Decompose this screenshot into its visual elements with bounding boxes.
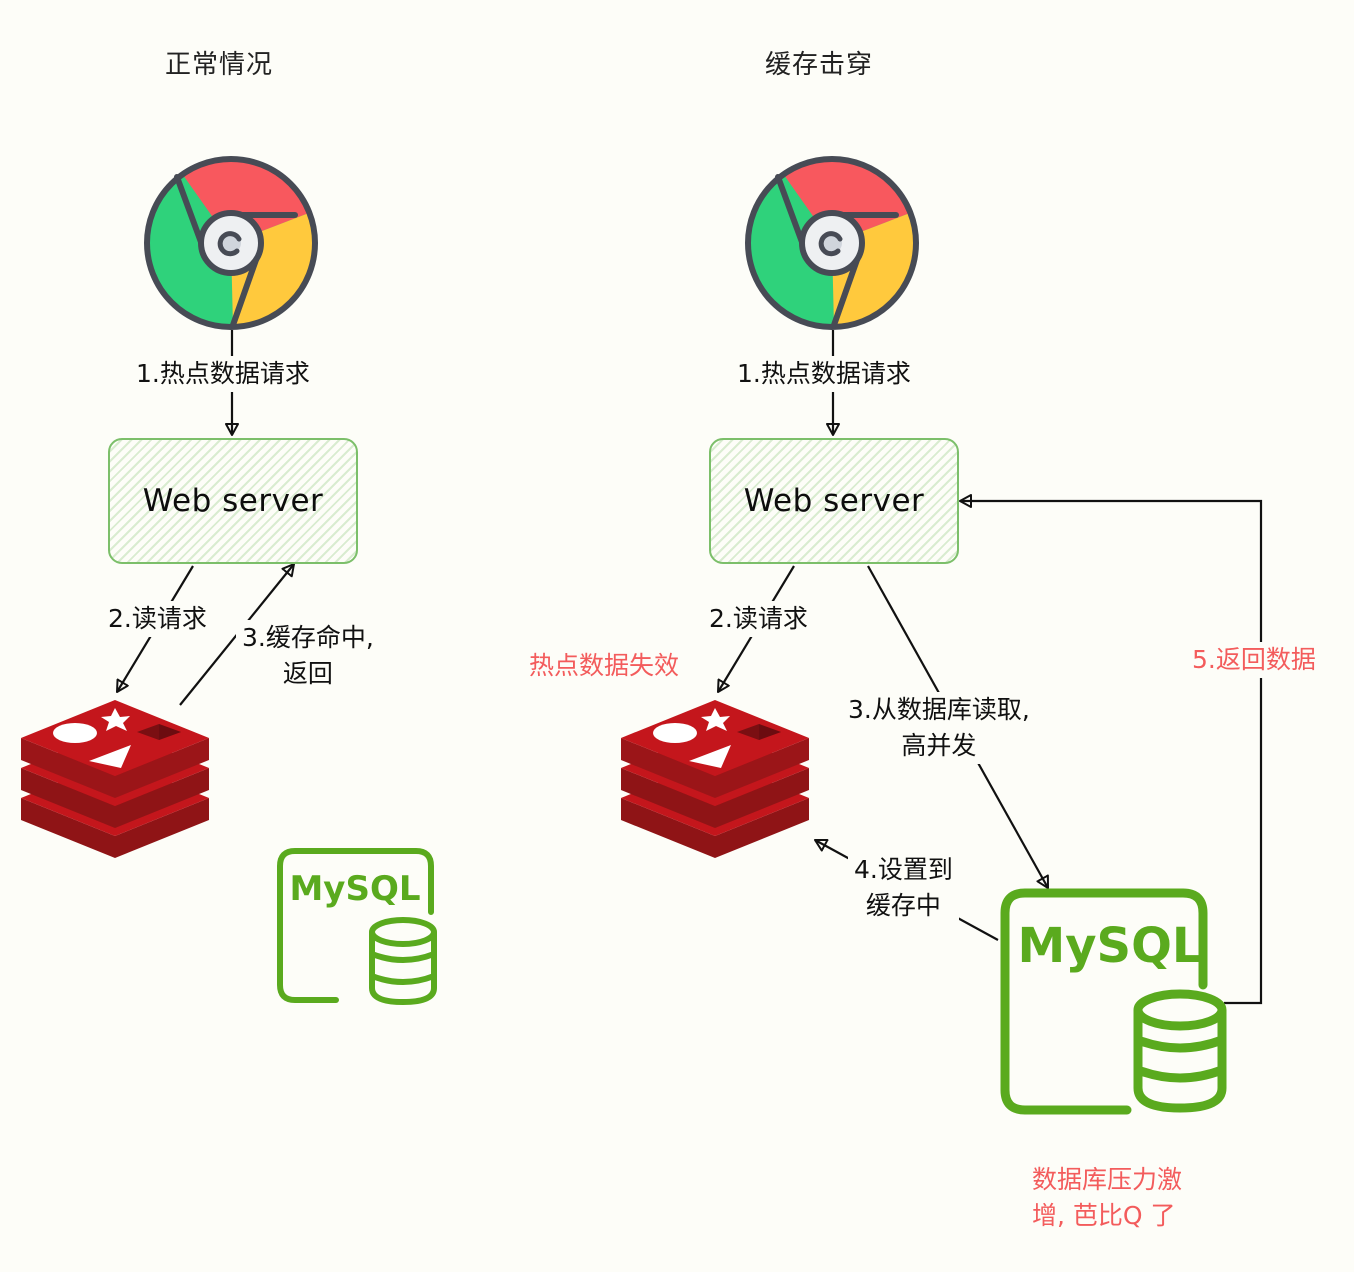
mysql-icon-right	[1000, 888, 1227, 1115]
redis-icon-left	[21, 700, 209, 858]
web-server-label-right: Web server	[743, 483, 925, 519]
db-pressure-note-line1: 数据库压力激	[1032, 1165, 1183, 1194]
label-step3-right-line2: 高并发	[901, 731, 977, 760]
mysql-text-right: MySQL	[1017, 918, 1202, 974]
web-server-box-right: Web server	[709, 438, 959, 564]
chrome-browser-icon	[147, 159, 315, 327]
label-step3-left-line1: 3.缓存命中,	[242, 623, 374, 652]
mysql-text-left: MySQL	[289, 869, 420, 909]
redis-icon-right	[621, 700, 809, 858]
right-panel-title: 缓存击穿	[765, 50, 874, 80]
chrome-browser-icon-right	[748, 159, 916, 327]
db-pressure-note-line2: 增, 芭比Q 了	[1032, 1201, 1176, 1230]
label-step4-right: 4.设置到 缓存中	[848, 852, 959, 924]
db-pressure-note: 数据库压力激 增, 芭比Q 了	[1032, 1162, 1182, 1234]
label-step3-right: 3.从数据库读取, 高并发	[842, 692, 1036, 764]
left-panel-title: 正常情况	[165, 50, 274, 80]
label-step3-left-line2: 返回	[282, 659, 333, 688]
label-step4-right-line2: 缓存中	[865, 891, 941, 920]
mysql-icon-left	[277, 848, 437, 1006]
label-step2-right: 2.读请求	[709, 601, 808, 637]
label-step5-right: 5.返回数据	[1192, 642, 1316, 678]
cache-invalid-note: 热点数据失效	[529, 651, 680, 680]
label-step4-right-line1: 4.设置到	[854, 855, 953, 884]
label-step2-left: 2.读请求	[108, 601, 207, 637]
label-step1-right: 1.热点数据请求	[737, 356, 911, 392]
label-step1-left: 1.热点数据请求	[136, 356, 310, 392]
arrow-step5-right	[959, 494, 1263, 1005]
web-server-label-left: Web server	[142, 483, 324, 519]
web-server-box-left: Web server	[108, 438, 358, 564]
label-step3-right-line1: 3.从数据库读取,	[848, 695, 1030, 724]
label-step3-left: 3.缓存命中, 返回	[236, 620, 380, 692]
